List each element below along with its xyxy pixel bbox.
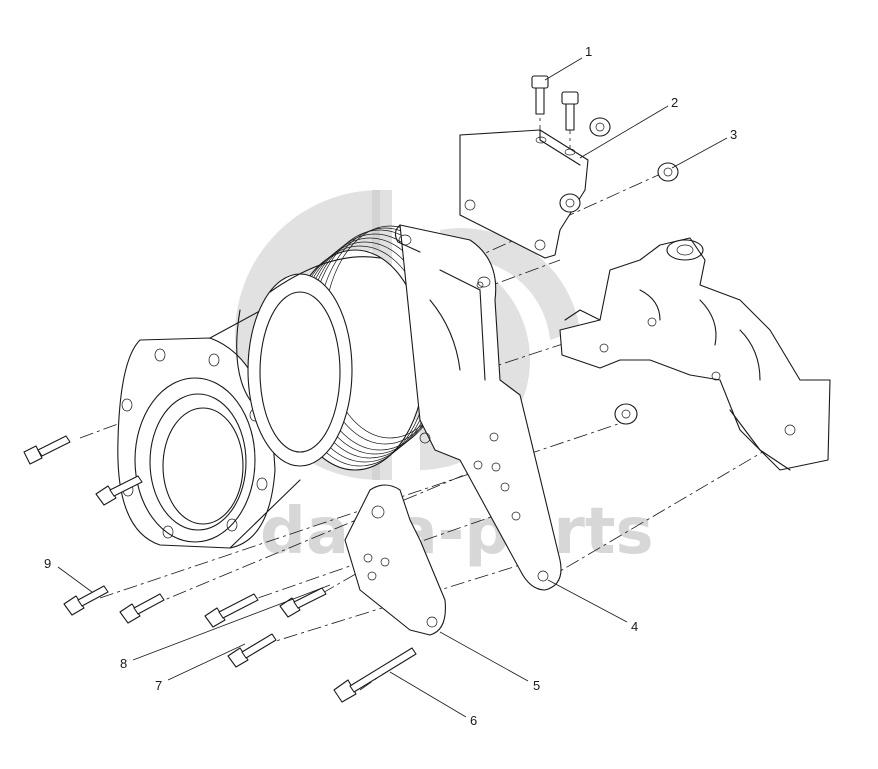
callout-1: 1: [585, 44, 592, 59]
nut-item-3: [657, 162, 679, 182]
flange: [117, 337, 276, 549]
bolt-item-6: [333, 647, 417, 703]
bolt-item-7a: [204, 593, 259, 628]
callout-8: 8: [120, 656, 127, 671]
callout-9: 9: [44, 556, 51, 571]
engine-block: [559, 237, 831, 471]
nut-item-2b: [559, 193, 581, 213]
nut-item-4: [614, 403, 638, 425]
bolt-flange-a: [23, 435, 71, 465]
callout-2: 2: [671, 95, 678, 110]
watermark-text: dana-parts: [260, 495, 654, 569]
callout-6: 6: [470, 713, 477, 728]
callout-5: 5: [533, 678, 540, 693]
nut-item-2a: [589, 117, 611, 137]
bolt-item-7c: [227, 633, 277, 668]
mounting-bracket: [394, 224, 562, 591]
bolt-flange-b: [95, 475, 143, 506]
bolt-item-8: [119, 593, 165, 624]
bolt-item-1b: [561, 91, 579, 131]
bolt-item-7b: [279, 587, 327, 618]
bolt-item-9: [63, 585, 109, 616]
leader-lines: [57, 57, 728, 718]
upper-bracket: [459, 129, 589, 259]
lower-bracket-plate: [344, 484, 446, 636]
callout-7: 7: [155, 678, 162, 693]
callout-4: 4: [631, 619, 638, 634]
bolt-item-1a: [531, 75, 549, 115]
callout-3: 3: [730, 127, 737, 142]
